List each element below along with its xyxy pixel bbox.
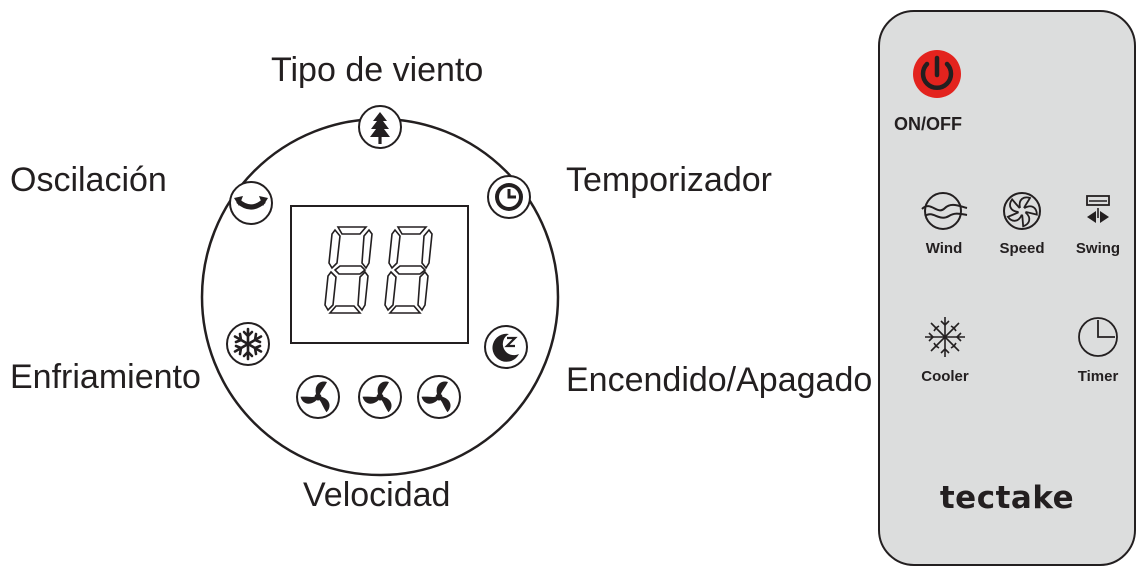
wind-icon: [921, 192, 968, 230]
speed-button[interactable]: Speed: [984, 190, 1060, 257]
label-on-off: Encendido/Apagado: [566, 361, 873, 399]
power-button[interactable]: [912, 49, 962, 99]
brand-logo: tectake: [939, 480, 1075, 516]
timer-button[interactable]: Timer: [1060, 314, 1136, 385]
cooler-button[interactable]: Cooler: [902, 314, 988, 385]
timer-label: Timer: [1077, 368, 1119, 385]
power-icon: [913, 50, 961, 98]
snowflake-icon: [226, 322, 270, 366]
label-timer: Temporizador: [566, 161, 772, 199]
swing-arrows-icon: [229, 181, 273, 225]
cooler-label: Cooler: [921, 368, 969, 385]
fan-icon: [358, 375, 402, 419]
power-label: ON/OFF: [894, 114, 962, 134]
fan-icon: [1003, 192, 1041, 230]
clock-icon: [487, 175, 531, 219]
snowflake-icon: [925, 317, 965, 357]
fan-icon: [417, 375, 461, 419]
label-oscillation: Oscilación: [10, 161, 167, 199]
swing-label: Swing: [1075, 240, 1121, 257]
control-panel: [200, 105, 560, 477]
wind-label: Wind: [925, 240, 963, 257]
swing-icon: [1086, 195, 1110, 223]
clock-icon: [1078, 317, 1118, 357]
label-wind-type: Tipo de viento: [271, 51, 484, 89]
fan-icon: [296, 375, 340, 419]
wind-button[interactable]: Wind: [906, 190, 982, 257]
label-cooling: Enfriamiento: [10, 358, 201, 396]
speed-label: Speed: [999, 240, 1045, 257]
moon-sleep-icon: [484, 325, 528, 369]
swing-button[interactable]: Swing: [1062, 190, 1134, 257]
tree-icon: [358, 105, 402, 149]
remote-control: ON/OFF Wind Speed: [878, 10, 1136, 566]
label-speed: Velocidad: [303, 476, 451, 514]
